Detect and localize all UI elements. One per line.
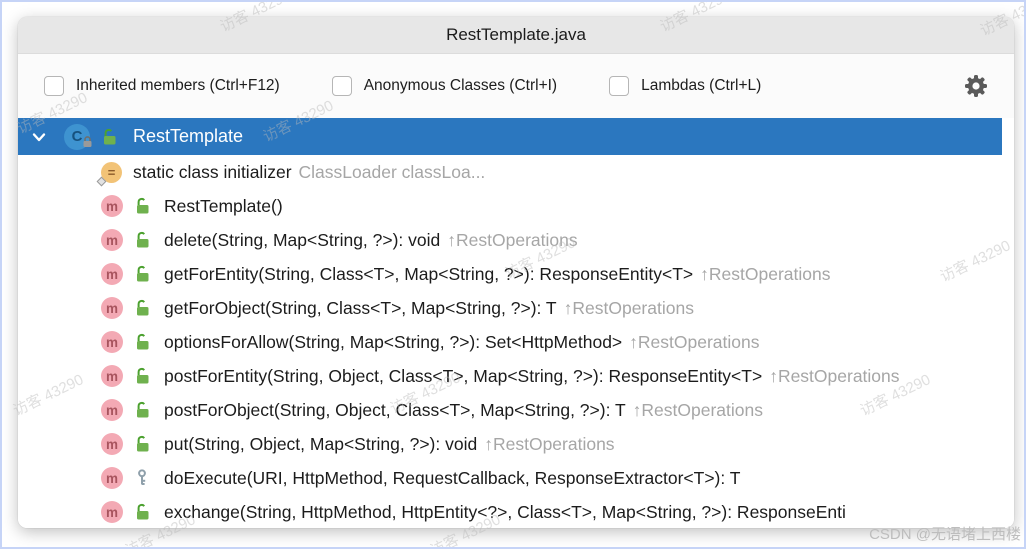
inherited-from-label: ↑RestOperations xyxy=(769,365,900,386)
method-icon: m xyxy=(101,467,123,489)
method-icon: m xyxy=(101,263,123,285)
chevron-down-icon[interactable] xyxy=(29,127,49,147)
public-lock-icon xyxy=(99,127,119,147)
class-icon-letter: C xyxy=(71,128,83,145)
member-signature: getForEntity(String, Class<T>, Map<Strin… xyxy=(164,263,694,284)
tree-row-delete[interactable]: m delete(String, Map<String, ?>): void ↑… xyxy=(18,223,1014,257)
public-lock-icon xyxy=(132,400,152,420)
checkbox-box[interactable] xyxy=(44,76,64,96)
member-signature: delete(String, Map<String, ?>): void xyxy=(164,229,441,250)
public-lock-icon xyxy=(132,332,152,352)
method-icon: m xyxy=(101,501,123,523)
structure-list: C RestTemplate xyxy=(18,118,1014,528)
method-icon: m xyxy=(101,365,123,387)
checkbox-label[interactable]: Inherited members (Ctrl+F12) xyxy=(76,77,280,94)
member-signature: put(String, Object, Map<String, ?>): voi… xyxy=(164,433,478,454)
public-lock-icon xyxy=(132,434,152,454)
member-signature: RestTemplate() xyxy=(164,195,283,216)
method-icon: m xyxy=(101,433,123,455)
final-lock-icon xyxy=(82,135,93,152)
checkbox-box[interactable] xyxy=(609,76,630,96)
tree-row-exchange[interactable]: m exchange(String, HttpMethod, HttpEntit… xyxy=(18,495,1014,528)
class-name: RestTemplate xyxy=(133,126,244,146)
csdn-watermark: CSDN @无语堵上西楼 xyxy=(869,526,1021,543)
gear-icon[interactable] xyxy=(964,74,988,98)
public-lock-icon xyxy=(132,264,152,284)
inherited-from-label: ↑RestOperations xyxy=(700,263,831,284)
member-detail: ClassLoader classLoa... xyxy=(298,161,486,182)
popup-title: RestTemplate.java xyxy=(446,25,586,44)
static-initializer-icon: = xyxy=(96,161,122,186)
member-signature: postForEntity(String, Object, Class<T>, … xyxy=(164,365,763,386)
class-icon: C xyxy=(64,123,93,152)
tree-row-getforentity[interactable]: m getForEntity(String, Class<T>, Map<Str… xyxy=(18,257,1014,291)
tree-row-static-initializer[interactable]: = static class initializer ClassLoader c… xyxy=(18,155,1014,189)
tree-row-postforentity[interactable]: m postForEntity(String, Object, Class<T>… xyxy=(18,359,1014,393)
equals-glyph: = xyxy=(107,164,116,180)
member-signature: doExecute(URI, HttpMethod, RequestCallba… xyxy=(164,467,741,488)
protected-key-icon xyxy=(132,468,152,488)
member-signature: postForObject(String, Object, Class<T>, … xyxy=(164,399,626,420)
checkbox-lambdas[interactable]: Lambdas (Ctrl+L) xyxy=(609,76,761,96)
file-structure-popup: RestTemplate.java Inherited members (Ctr… xyxy=(18,17,1014,528)
method-icon: m xyxy=(101,331,123,353)
checkbox-inherited-members[interactable]: Inherited members (Ctrl+F12) xyxy=(44,76,280,96)
member-signature: getForObject(String, Class<T>, Map<Strin… xyxy=(164,297,557,318)
tree-row-doexecute[interactable]: m doExecute(URI, HttpMethod, RequestCall… xyxy=(18,461,1014,495)
popup-titlebar: RestTemplate.java xyxy=(18,17,1014,54)
member-signature: static class initializer xyxy=(133,161,292,182)
inherited-from-label: ↑RestOperations xyxy=(447,229,578,250)
tree-row-optionsforallow[interactable]: m optionsForAllow(String, Map<String, ?>… xyxy=(18,325,1014,359)
inherited-from-label: ↑RestOperations xyxy=(563,297,694,318)
method-icon: m xyxy=(101,399,123,421)
tree-row-put[interactable]: m put(String, Object, Map<String, ?>): v… xyxy=(18,427,1014,461)
method-icon: m xyxy=(101,297,123,319)
public-lock-icon xyxy=(132,196,152,216)
public-lock-icon xyxy=(132,366,152,386)
inherited-from-label: ↑RestOperations xyxy=(629,331,760,352)
checkbox-label[interactable]: Anonymous Classes (Ctrl+I) xyxy=(363,77,558,94)
filter-toolbar: Inherited members (Ctrl+F12) Anonymous C… xyxy=(18,54,1014,118)
member-signature: optionsForAllow(String, Map<String, ?>):… xyxy=(164,331,623,352)
static-diamond-marker xyxy=(96,176,107,186)
checkbox-label[interactable]: Lambdas (Ctrl+L) xyxy=(641,77,762,94)
public-lock-icon xyxy=(132,298,152,318)
inherited-from-label: ↑RestOperations xyxy=(484,433,615,454)
method-icon: m xyxy=(101,229,123,251)
member-signature: exchange(String, HttpMethod, HttpEntity<… xyxy=(164,501,846,522)
tree-row-resttemplate-class[interactable]: C RestTemplate xyxy=(18,118,1002,155)
public-lock-icon xyxy=(132,502,152,522)
public-lock-icon xyxy=(132,230,152,250)
checkbox-anonymous-classes[interactable]: Anonymous Classes (Ctrl+I) xyxy=(331,76,558,96)
tree-row-getforobject[interactable]: m getForObject(String, Class<T>, Map<Str… xyxy=(18,291,1014,325)
method-icon: m xyxy=(101,195,123,217)
tree-row-constructor[interactable]: m RestTemplate() xyxy=(18,189,1014,223)
checkbox-box[interactable] xyxy=(331,76,352,96)
tree-row-postforobject[interactable]: m postForObject(String, Object, Class<T>… xyxy=(18,393,1014,427)
inherited-from-label: ↑RestOperations xyxy=(632,399,764,420)
